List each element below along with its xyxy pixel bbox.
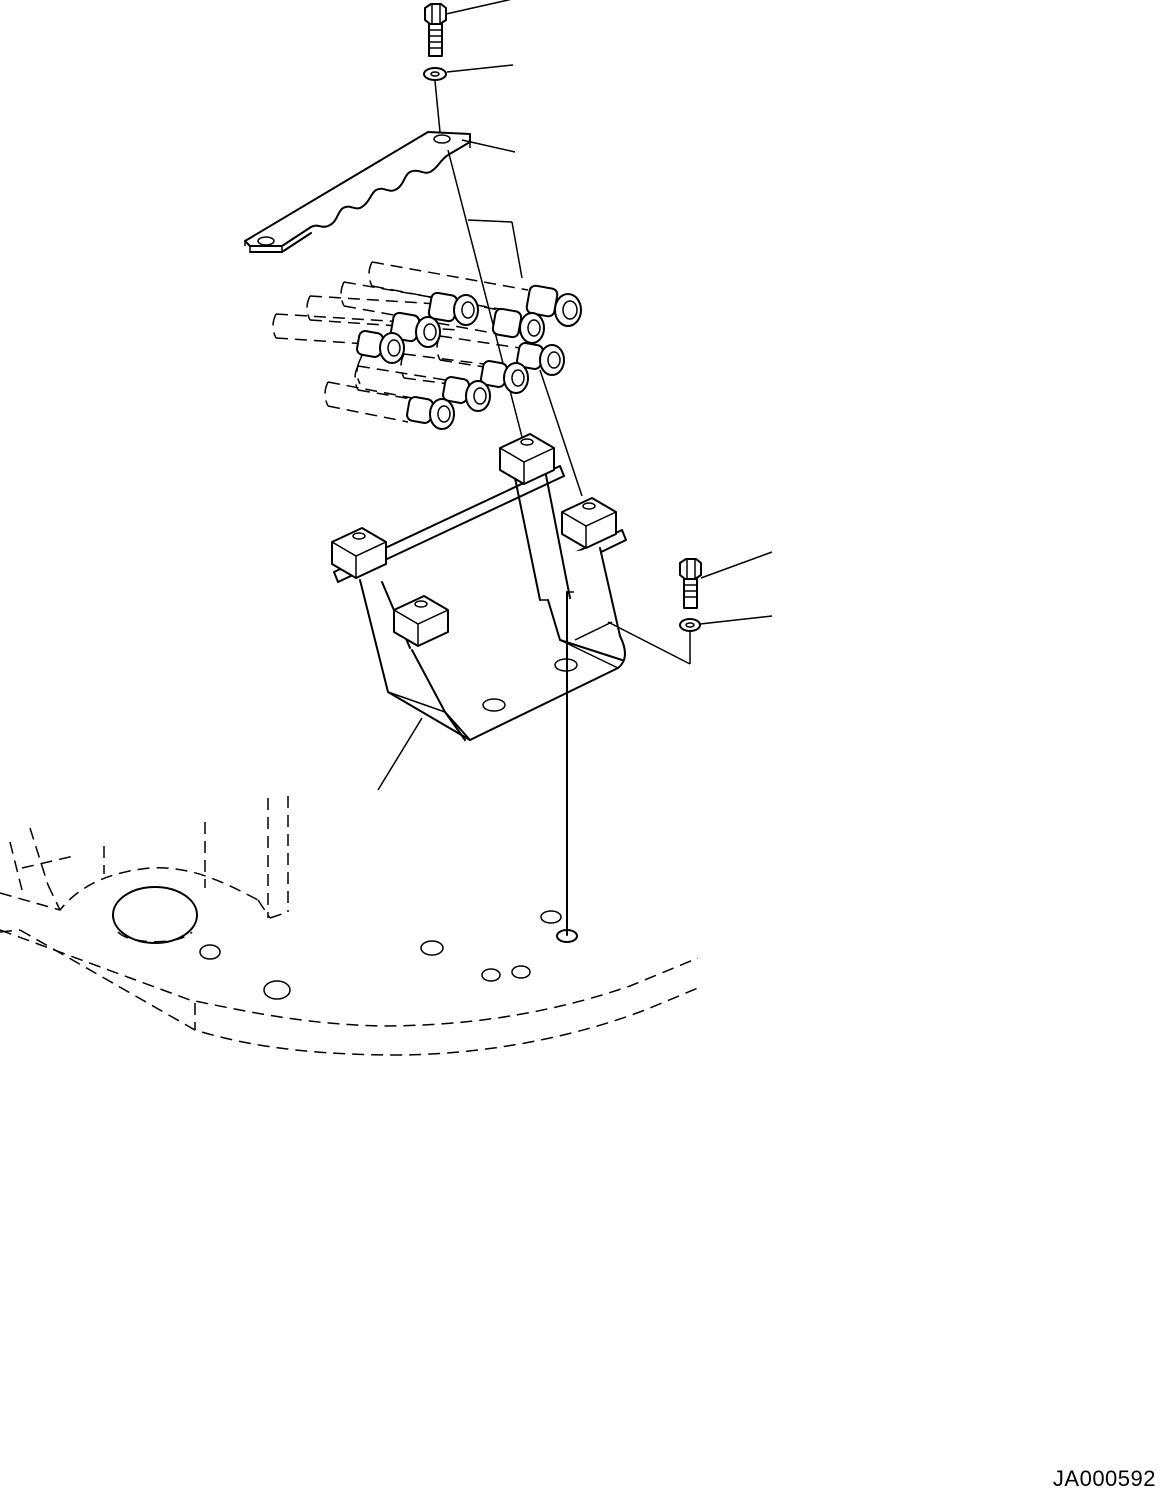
hose-bracket [332, 434, 626, 740]
leader-line-top-bolt [446, 0, 517, 14]
bracket-block-front-right [562, 498, 616, 548]
leader-line-hose-group [468, 220, 512, 222]
center-line-bracket-inner [575, 622, 612, 640]
leader-line-right-bolt [701, 552, 772, 578]
bracket-block-back-right [500, 434, 554, 484]
hose-6 [401, 354, 528, 393]
right-bolt [680, 559, 701, 608]
hose-clamp-plate [245, 132, 470, 252]
leader-line-hose-group-drop [512, 222, 522, 278]
hose-3 [307, 292, 478, 330]
hose-8 [355, 366, 490, 411]
center-line-top-bolt [435, 81, 440, 132]
bracket-block-front-left [394, 596, 448, 646]
leader-line-top-washer [447, 65, 513, 72]
hose-9 [325, 382, 454, 429]
hose-4 [273, 312, 440, 347]
leader-line-right-washer [700, 616, 772, 624]
bracket-block-back-left [332, 528, 386, 578]
top-bolt [425, 4, 446, 56]
drawing-id-label: JA000592 [1052, 1466, 1156, 1491]
center-line-right-bolt-diag [608, 622, 690, 664]
frame-plate [0, 796, 698, 1055]
hose-assembly-group [273, 262, 581, 429]
hose-1 [369, 262, 581, 326]
hose-5 [437, 336, 564, 375]
top-washer [424, 68, 446, 80]
leader-line-bracket [378, 718, 422, 790]
hose-7 [356, 330, 404, 384]
right-washer [680, 619, 700, 631]
leader-line-clamp-plate [462, 140, 515, 152]
center-line-hose-to-bracket [540, 370, 582, 496]
